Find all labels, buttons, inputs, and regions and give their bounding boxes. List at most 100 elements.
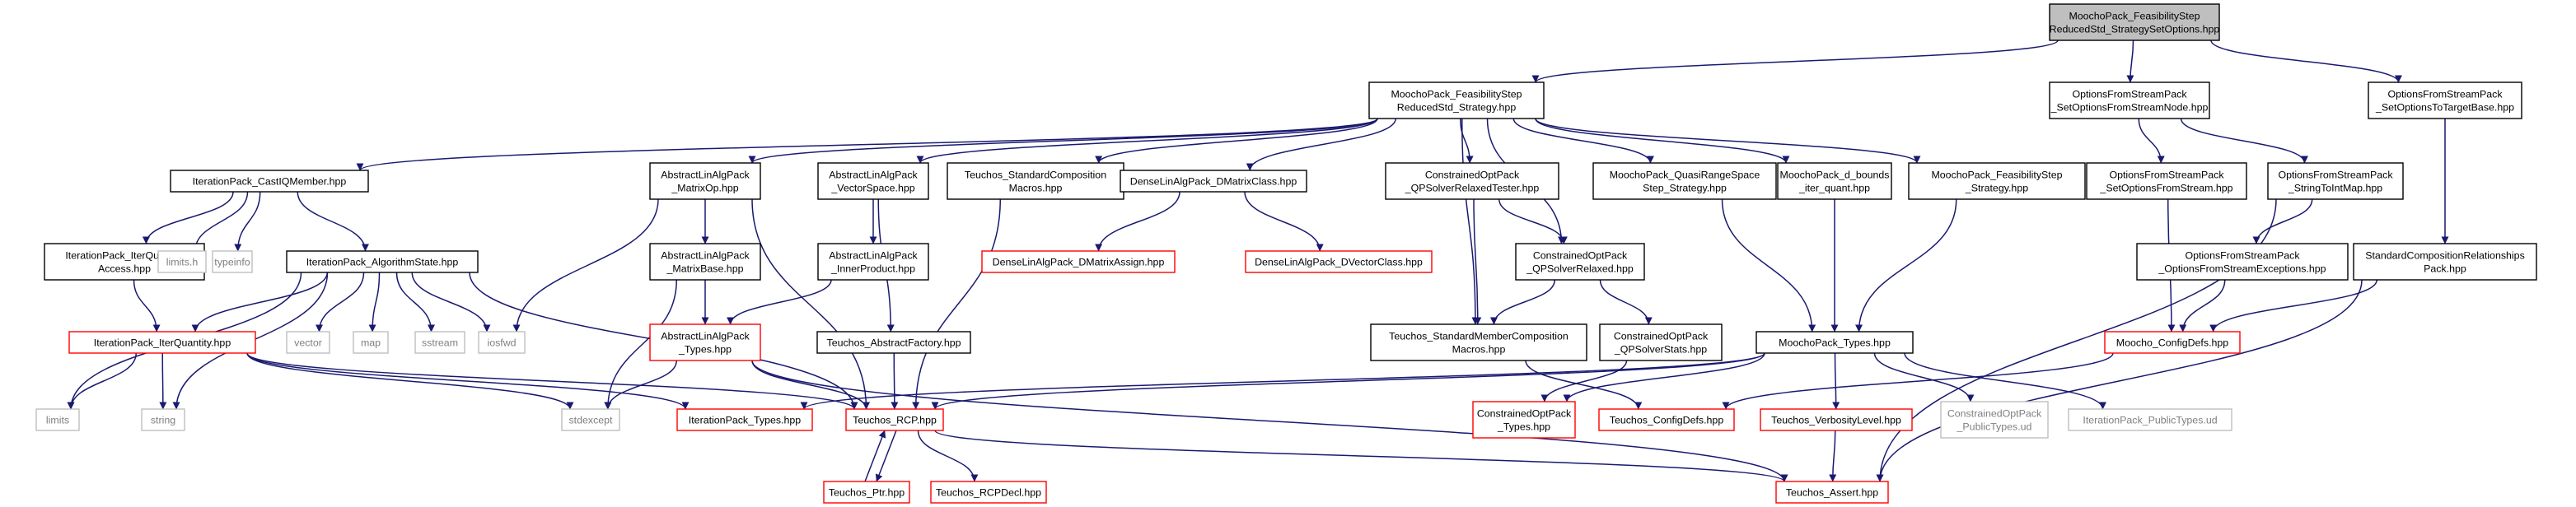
node-ala_vecspace[interactable]: AbstractLinAlgPack_VectorSpace.hpp xyxy=(817,162,929,200)
node-label-teuchos_verb: Teuchos_VerbosityLevel.hpp xyxy=(1771,415,1901,426)
node-cop_tester[interactable]: ConstrainedOptPack _QPSolverRelaxedTester… xyxy=(1385,162,1559,200)
edge-cast_iq-to-ip_iqaccess xyxy=(142,191,234,244)
node-teuchos_stdmember[interactable]: Teuchos_StandardMemberCompositionMacros.… xyxy=(1370,323,1587,361)
edge-cast_iq-to-ip_algstate xyxy=(297,191,369,252)
node-label-stdexcept: stdexcept xyxy=(568,415,613,426)
node-ip_public: IterationPack_PublicTypes.ud xyxy=(2068,408,2232,431)
node-label-std_comp_rel: StandardCompositionRelationships xyxy=(2365,250,2525,262)
node-label-fs_reduced: MoochoPack_FeasibilityStep xyxy=(1391,89,1522,100)
node-label-ofs_setnode: _SetOptionsFromStreamNode.hpp xyxy=(2050,102,2209,114)
node-ofs_setnode[interactable]: OptionsFromStreamPack_SetOptionsFromStre… xyxy=(2049,81,2210,119)
node-mp_quasi[interactable]: MoochoPack_QuasiRangeSpaceStep_Strategy.… xyxy=(1592,162,1777,200)
node-ip_types[interactable]: IterationPack_Types.hpp xyxy=(676,408,813,431)
node-label-ofs_exceptions: OptionsFromStreamPack xyxy=(2185,250,2300,262)
node-label-cast_iq: IterationPack_CastIQMember.hpp xyxy=(193,176,347,188)
node-dla_dmatrix[interactable]: DenseLinAlgPack_DMatrixClass.hpp xyxy=(1120,170,1307,193)
edge-dla_dmatrix-to-dla_dmassign xyxy=(1095,191,1180,252)
node-box-limits_h xyxy=(157,250,207,273)
node-box-teuchos_absfact xyxy=(816,331,971,354)
edge-fs_reduced-to-teuchos_stdmember xyxy=(1461,118,1480,325)
node-mp_types[interactable]: MoochoPack_Types.hpp xyxy=(1756,331,1914,354)
edge-ala_matop-to-teuchos_rcp xyxy=(751,198,870,410)
node-label-teuchos_assert: Teuchos_Assert.hpp xyxy=(1786,487,1878,499)
node-ala_matop[interactable]: AbstractLinAlgPack_MatrixOp.hpp xyxy=(649,162,761,200)
node-label-moocho_config: Moocho_ConfigDefs.hpp xyxy=(2116,337,2228,349)
edge-ala_types-to-teuchos_assert xyxy=(751,360,1788,482)
edge-ip_algstate-to-map xyxy=(368,272,381,333)
edge-cop_relaxed-to-cop_stats xyxy=(1599,279,1653,325)
node-box-cop_relaxed xyxy=(1515,243,1645,281)
node-moocho_config[interactable]: Moocho_ConfigDefs.hpp xyxy=(2104,331,2241,354)
edge-teuchos_verb-to-teuchos_assert xyxy=(1829,430,1837,482)
node-box-limits xyxy=(35,408,80,431)
node-ip_iterquant[interactable]: IterationPack_IterQuantity.hpp xyxy=(68,331,256,354)
node-label-mp_dbounds: _iter_quant.hpp xyxy=(1798,183,1870,194)
node-ala_matbase[interactable]: AbstractLinAlgPack_MatrixBase.hpp xyxy=(649,243,761,281)
node-ofs_target[interactable]: OptionsFromStreamPack_SetOptionsToTarget… xyxy=(2368,81,2522,119)
node-box-dla_dmatrix xyxy=(1120,170,1307,193)
node-box-ip_algstate xyxy=(286,250,479,273)
node-box-cop_public xyxy=(1940,401,2049,439)
node-ofs_exceptions[interactable]: OptionsFromStreamPack_OptionsFromStreamE… xyxy=(2136,243,2349,281)
node-dla_dmassign[interactable]: DenseLinAlgPack_DMatrixAssign.hpp xyxy=(981,250,1176,273)
node-teuchos_ptr[interactable]: Teuchos_Ptr.hpp xyxy=(823,481,910,504)
node-label-cop_stats: _QPSolverStats.hpp xyxy=(1614,344,1707,356)
node-ofs_strtoint[interactable]: OptionsFromStreamPack _StringToIntMap.hpp xyxy=(2267,162,2404,200)
node-teuchos_absfact[interactable]: Teuchos_AbstractFactory.hpp xyxy=(816,331,971,354)
node-label-teuchos_absfact: Teuchos_AbstractFactory.hpp xyxy=(827,337,961,349)
node-label-map: map xyxy=(361,337,381,349)
node-label-mp_quasi: MoochoPack_QuasiRangeSpace xyxy=(1610,170,1760,181)
node-mp_fsstrat[interactable]: MoochoPack_FeasibilityStep_Strategy.hpp xyxy=(1908,162,2086,200)
node-ip_algstate[interactable]: IterationPack_AlgorithmState.hpp xyxy=(286,250,479,273)
node-box-ip_public xyxy=(2068,408,2232,431)
node-label-ip_iqaccess: Access.hpp xyxy=(98,263,151,275)
node-fs_reduced[interactable]: MoochoPack_FeasibilityStepReducedStd_Str… xyxy=(1368,81,1545,119)
node-cast_iq[interactable]: IterationPack_CastIQMember.hpp xyxy=(170,170,369,193)
node-box-root xyxy=(2049,3,2220,41)
node-teuchos_config[interactable]: Teuchos_ConfigDefs.hpp xyxy=(1598,408,1735,431)
edge-root-to-fs_reduced xyxy=(1531,40,2059,83)
node-teuchos_verb[interactable]: Teuchos_VerbosityLevel.hpp xyxy=(1760,408,1913,431)
node-label-ofs_strtoint: _StringToIntMap.hpp xyxy=(2288,183,2382,194)
edge-cop_stats-to-cop_types xyxy=(1540,360,1628,402)
node-teuchos_rcp[interactable]: Teuchos_RCP.hpp xyxy=(845,408,944,431)
edge-teuchos_ptr-to-teuchos_rcp xyxy=(864,430,886,482)
edge-ip_iqaccess-to-ip_iterquant xyxy=(133,279,161,333)
node-box-dla_dvector xyxy=(1245,250,1433,273)
node-teuchos_rcpdecl[interactable]: Teuchos_RCPDecl.hpp xyxy=(930,481,1047,504)
edge-fs_reduced-to-mp_fsstrat xyxy=(1535,118,1921,164)
node-dla_dvector[interactable]: DenseLinAlgPack_DVectorClass.hpp xyxy=(1245,250,1433,273)
edge-mp_types-to-ip_public xyxy=(1904,352,2106,410)
node-label-ip_types: IterationPack_Types.hpp xyxy=(689,415,801,426)
node-label-mp_fsstrat: _Strategy.hpp xyxy=(1965,183,2028,194)
node-ofs_setstream[interactable]: OptionsFromStreamPack_SetOptionsFromStre… xyxy=(2086,162,2247,200)
node-label-teuchos_ptr: Teuchos_Ptr.hpp xyxy=(829,487,905,499)
edge-fs_reduced-to-cop_tester xyxy=(1460,118,1474,164)
edge-ofs_exceptions-to-moocho_config xyxy=(2179,279,2226,333)
node-box-cop_stats xyxy=(1599,323,1723,361)
node-box-ofs_target xyxy=(2368,81,2522,119)
edge-cop_tester-to-cop_relaxed xyxy=(1498,198,1568,244)
node-mp_dbounds[interactable]: MoochoPack_d_bounds_iter_quant.hpp xyxy=(1777,162,1892,200)
edge-mp_quasi-to-mp_types xyxy=(1721,198,1816,333)
node-box-string xyxy=(141,408,185,431)
node-cop_relaxed[interactable]: ConstrainedOptPack_QPSolverRelaxed.hpp xyxy=(1515,243,1645,281)
node-teuchos_assert[interactable]: Teuchos_Assert.hpp xyxy=(1775,481,1889,504)
node-label-cop_tester: ConstrainedOptPack xyxy=(1425,170,1520,181)
node-label-cop_tester: _QPSolverRelaxedTester.hpp xyxy=(1405,183,1540,194)
node-cop_types[interactable]: ConstrainedOptPack_Types.hpp xyxy=(1472,401,1576,439)
node-label-ala_matbase: _MatrixBase.hpp xyxy=(666,263,744,275)
node-ala_innerprod[interactable]: AbstractLinAlgPack_InnerProduct.hpp xyxy=(817,243,929,281)
node-label-cop_relaxed: ConstrainedOptPack xyxy=(1533,250,1628,262)
node-box-ala_matbase xyxy=(649,243,761,281)
node-cop_stats[interactable]: ConstrainedOptPack_QPSolverStats.hpp xyxy=(1599,323,1723,361)
node-label-ala_vecspace: AbstractLinAlgPack xyxy=(829,170,918,181)
node-ala_types[interactable]: AbstractLinAlgPack_Types.hpp xyxy=(649,323,761,361)
node-box-sstream xyxy=(414,331,465,354)
node-label-ala_matop: _MatrixOp.hpp xyxy=(671,183,738,194)
edge-root-to-ofs_setnode xyxy=(2126,40,2134,83)
node-label-ofs_strtoint: OptionsFromStreamPack xyxy=(2278,170,2393,181)
